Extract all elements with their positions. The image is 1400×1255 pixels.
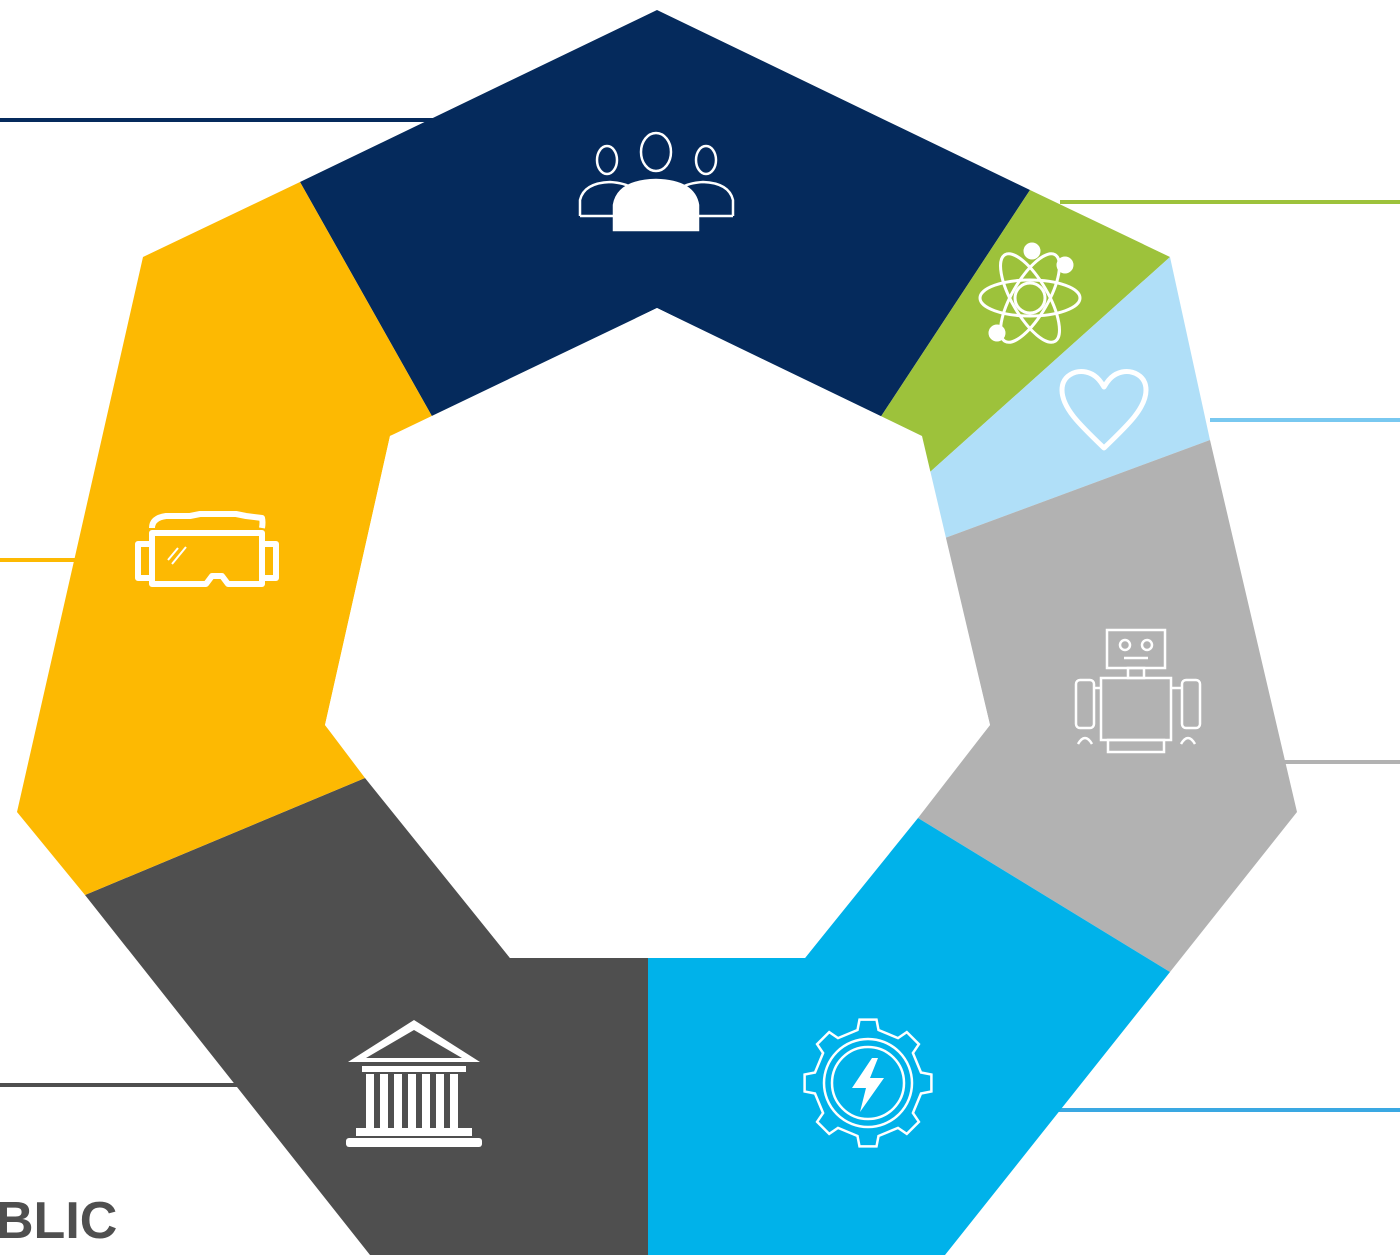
segment-public[interactable] xyxy=(85,778,648,1255)
center-hole xyxy=(325,308,990,958)
robot-icon xyxy=(1074,628,1202,754)
vr-headset-icon xyxy=(135,511,279,587)
atom-icon xyxy=(978,242,1082,344)
gear-lightning-icon xyxy=(803,1018,933,1148)
segment-robotics[interactable] xyxy=(918,440,1297,972)
segment-label-public: BLIC xyxy=(0,1192,117,1250)
institution-icon xyxy=(346,1020,482,1147)
heart-icon xyxy=(1059,369,1149,451)
segment-energy[interactable] xyxy=(648,818,1170,1255)
ring-segments xyxy=(17,10,1297,1255)
connector-lines xyxy=(0,118,1400,1112)
segment-science[interactable] xyxy=(880,190,1170,472)
community-icon xyxy=(578,131,735,232)
segment-virtual-reality[interactable] xyxy=(17,182,433,895)
segment-health[interactable] xyxy=(930,257,1210,538)
